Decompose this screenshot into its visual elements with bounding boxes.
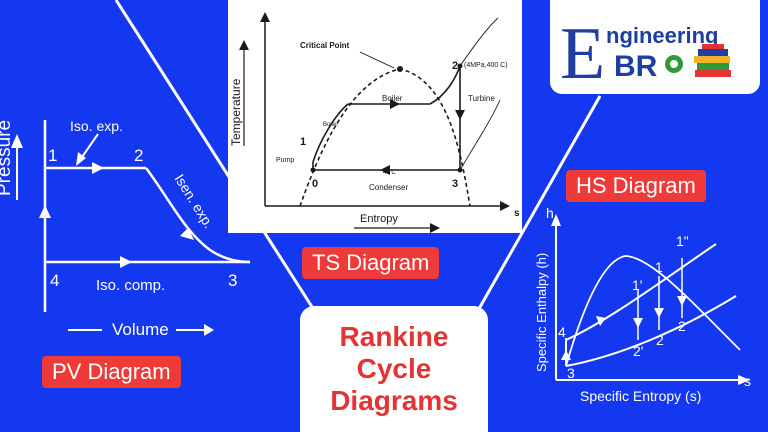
- hs-point-1: 1: [655, 259, 663, 275]
- logo-word-top: ngineering: [606, 23, 718, 48]
- engineering-bro-logo: E ngineering BR: [560, 13, 731, 94]
- ts-point-1: 1: [300, 136, 306, 148]
- ts-diagram-card: [228, 0, 522, 233]
- ts-diagram-caption: TS Diagram: [302, 247, 440, 279]
- hs-point-3: 3: [567, 365, 575, 381]
- ts-point-0: 0: [312, 178, 318, 190]
- pv-point-1: 1: [48, 146, 57, 165]
- ts-temperature-label: Temperature: [229, 78, 243, 146]
- title-line-2: Cycle: [356, 353, 432, 384]
- hs-point-2: 2: [678, 318, 686, 334]
- books-gear-icon: [665, 44, 731, 77]
- ts-cond-temp-label: 40 C: [383, 170, 396, 176]
- ts-point-2: 2: [452, 60, 458, 72]
- hs-xlabel: Specific Entropy (s): [580, 388, 701, 404]
- pv-point-2: 2: [134, 146, 143, 165]
- hs-ylabel: Specific Enthalpy (h): [534, 253, 549, 372]
- pv-volume-label: Volume: [112, 320, 169, 339]
- hs-point-4: 4: [558, 324, 566, 340]
- hs-s-axis-letter: s: [744, 373, 751, 389]
- ts-state2-label: (4MPa,400 C): [464, 62, 508, 69]
- logo-word-bottom: BR: [614, 50, 658, 83]
- ts-entropy-label: Entropy: [360, 213, 398, 225]
- hs-diagram-caption: HS Diagram: [566, 170, 706, 202]
- title-line-1: Rankine: [339, 321, 449, 352]
- ts-boiler-small-label: Boiler: [323, 122, 338, 128]
- logo-e-letter: E: [560, 13, 605, 94]
- ts-s-axis-letter: s: [514, 208, 520, 219]
- ts-turbine-label: Turbine: [468, 94, 495, 103]
- hs-h-axis-letter: h: [546, 205, 554, 221]
- pv-iso-exp-label: Iso. exp.: [70, 118, 123, 134]
- logo-card: E ngineering BR: [550, 0, 760, 94]
- pv-point-4: 4: [50, 271, 59, 290]
- pv-iso-comp-label: Iso. comp.: [96, 277, 165, 294]
- hs-point-1-double-prime: 1": [676, 233, 689, 249]
- hs-point-1-prime: 1': [632, 277, 642, 293]
- ts-boiler-label: Boiler: [382, 94, 403, 103]
- ts-pump-label: Pump: [276, 157, 294, 164]
- hs-point-2b: 2: [656, 332, 664, 348]
- pv-pressure-label: Pressure: [0, 120, 15, 196]
- ts-point-3: 3: [452, 178, 458, 190]
- hs-point-2-prime: 2': [633, 343, 643, 359]
- title-card: Rankine Cycle Diagrams: [300, 306, 488, 432]
- ts-critical-point-label: Critical Point: [300, 41, 350, 50]
- pv-point-3: 3: [228, 271, 237, 290]
- ts-condenser-label: Condenser: [369, 183, 408, 192]
- title-line-3: Diagrams: [330, 385, 458, 416]
- pv-diagram-caption: PV Diagram: [42, 356, 181, 388]
